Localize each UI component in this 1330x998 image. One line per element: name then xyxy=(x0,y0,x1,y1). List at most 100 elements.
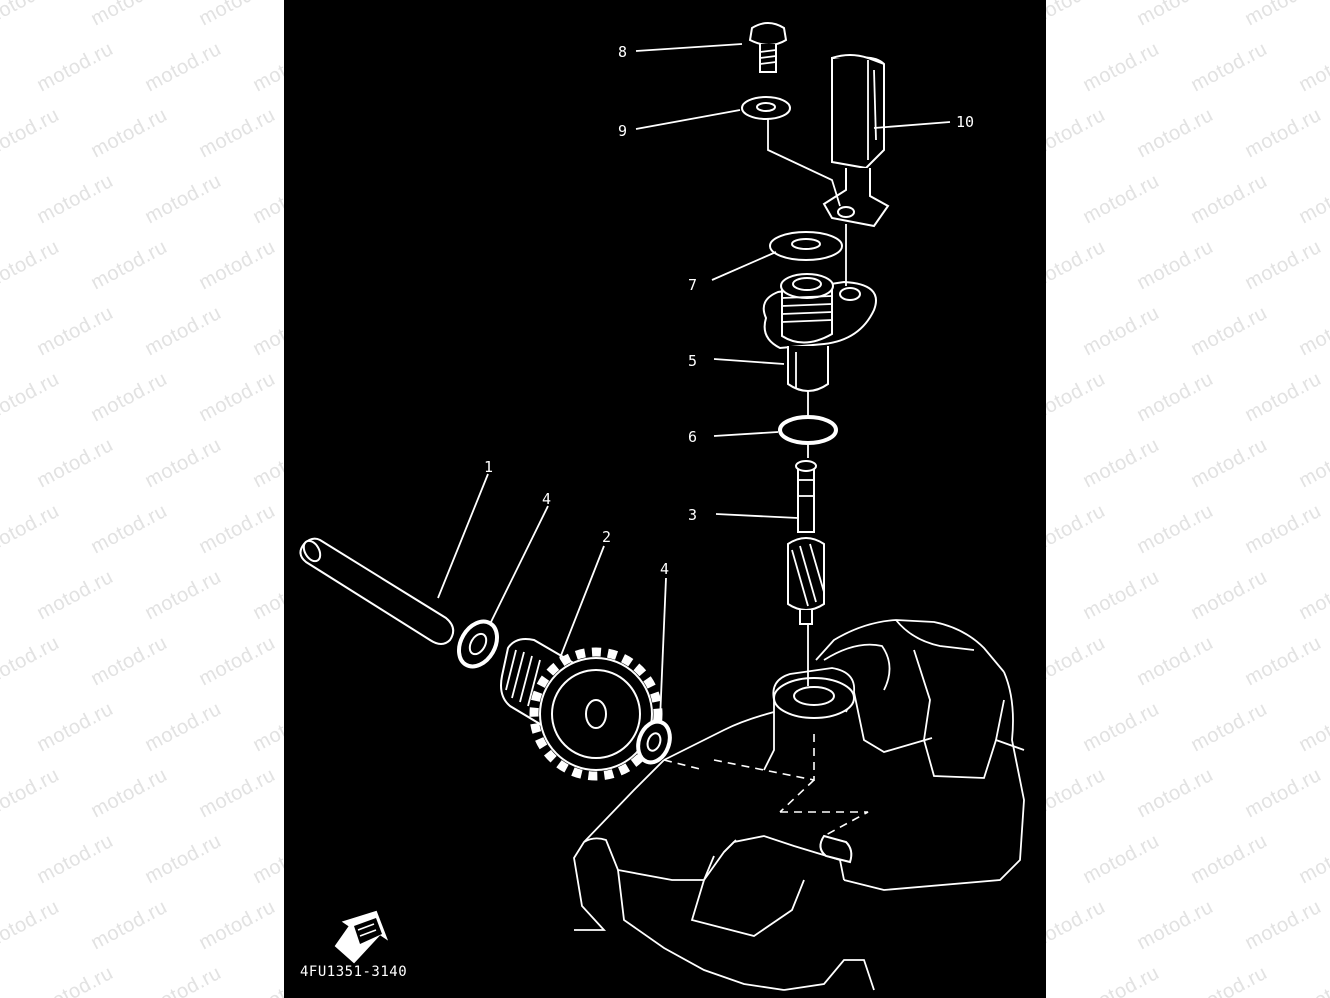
watermark-text: motod.ru xyxy=(1187,37,1272,97)
watermark-text: motod.ru xyxy=(1079,565,1164,625)
part-9-washer xyxy=(741,96,791,120)
watermark-text: motod.ru xyxy=(1133,763,1218,823)
watermark-text: motod.ru xyxy=(1187,697,1272,757)
crankcase-housing xyxy=(573,619,1025,991)
watermark-text: motod.ru xyxy=(1187,169,1272,229)
watermark-text: motod.ru xyxy=(1133,895,1218,955)
watermark-text: motod.ru xyxy=(1046,499,1110,559)
watermark-text: motod.ru xyxy=(195,499,280,559)
watermark-text: motod.ru xyxy=(1079,697,1164,757)
callout-10: 10 xyxy=(956,113,974,131)
watermark-text: motod.ru xyxy=(195,235,280,295)
part-1-axle-pin xyxy=(299,537,455,645)
watermark-text: motod.ru xyxy=(1079,301,1164,361)
watermark-text: motod.ru xyxy=(249,169,284,229)
watermark-text: motod.ru xyxy=(1295,169,1330,229)
watermark-text: motod.ru xyxy=(1295,565,1330,625)
watermark-text: motod.ru xyxy=(141,301,226,361)
part-2-drive-gear xyxy=(500,638,663,781)
watermark-text: motod.ru xyxy=(249,433,284,493)
watermark-text: motod.ru xyxy=(1241,895,1326,955)
watermark-text: motod.ru xyxy=(1295,301,1330,361)
watermark-text: motod.ru xyxy=(1241,631,1326,691)
watermark-text: motod.ru xyxy=(87,763,172,823)
watermark-text: motod.ru xyxy=(1241,0,1326,31)
watermark-text: motod.ru xyxy=(1241,367,1326,427)
watermark-text: motod.ru xyxy=(1241,763,1326,823)
callout-4-left: 4 xyxy=(542,490,551,508)
part-4-washer-right xyxy=(636,719,672,765)
watermark-text: motod.ru xyxy=(1187,565,1272,625)
part-10-bracket xyxy=(822,54,890,228)
watermark-text: motod.ru xyxy=(141,433,226,493)
watermark-text: motod.ru xyxy=(0,235,64,295)
watermark-text: motod.ru xyxy=(141,37,226,97)
watermark-text: motod.ru xyxy=(0,631,64,691)
watermark-text: motod.ru xyxy=(0,763,64,823)
watermark-text: motod.ru xyxy=(1046,895,1110,955)
callout-7: 7 xyxy=(688,276,697,294)
watermark-text: motod.ru xyxy=(87,367,172,427)
watermark-text: motod.ru xyxy=(33,301,118,361)
watermark-text: motod.ru xyxy=(141,565,226,625)
watermark-text: motod.ru xyxy=(1046,103,1110,163)
watermark-text: motod.ru xyxy=(1295,829,1330,889)
watermark-text: motod.ru xyxy=(1295,433,1330,493)
watermark-text: motod.ru xyxy=(0,103,64,163)
watermark-text: motod.ru xyxy=(87,0,172,31)
callout-labels: 8 9 10 7 5 6 3 1 4 2 4 xyxy=(484,43,974,578)
watermark-text: motod.ru xyxy=(87,499,172,559)
watermark-text: motod.ru xyxy=(1133,367,1218,427)
part-8-bolt xyxy=(748,22,788,73)
assembly-dashed-lines xyxy=(663,730,869,837)
watermark-text: motod.ru xyxy=(195,0,280,31)
watermark-text: motod.ru xyxy=(0,895,64,955)
watermark-text: motod.ru xyxy=(141,829,226,889)
callout-6: 6 xyxy=(688,428,697,446)
watermark-text: motod.ru xyxy=(1079,829,1164,889)
watermark-text: motod.ru xyxy=(195,895,280,955)
watermark-text: motod.ru xyxy=(87,103,172,163)
watermark-text: motod.ru xyxy=(1133,0,1218,31)
watermark-text: motod.ru xyxy=(1079,169,1164,229)
watermark-text: motod.ru xyxy=(1133,499,1218,559)
watermark-text: motod.ru xyxy=(87,235,172,295)
watermark-text: motod.ru xyxy=(249,697,284,757)
part-7-washer xyxy=(769,231,843,261)
part-3-gear-shaft xyxy=(787,460,825,625)
watermark-text: motod.ru xyxy=(0,0,64,31)
watermark-text: motod.ru xyxy=(195,103,280,163)
watermark-text: motod.ru xyxy=(1079,433,1164,493)
alignment-lines xyxy=(767,118,847,686)
watermark-text: motod.ru xyxy=(33,565,118,625)
watermark-text: motod.ru xyxy=(87,631,172,691)
watermark-text: motod.ru xyxy=(1046,763,1110,823)
watermark-text: motod.ru xyxy=(33,433,118,493)
watermark-text: motod.ru xyxy=(1046,0,1110,31)
part-6-o-ring xyxy=(778,415,838,445)
gear-teeth xyxy=(529,647,663,781)
callout-leaders xyxy=(437,43,951,721)
watermark-text: motod.ru xyxy=(1133,103,1218,163)
callout-4-right: 4 xyxy=(660,560,669,578)
watermark-text: motod.ru xyxy=(33,37,118,97)
part-5-sleeve xyxy=(762,273,877,392)
callout-9: 9 xyxy=(618,122,627,140)
callout-2: 2 xyxy=(602,528,611,546)
watermark-text: motod.ru xyxy=(1241,103,1326,163)
watermark-text: motod.ru xyxy=(1295,37,1330,97)
watermark-text: motod.ru xyxy=(249,37,284,97)
watermark-text: motod.ru xyxy=(1079,37,1164,97)
watermark-text: motod.ru xyxy=(195,763,280,823)
watermark-text: motod.ru xyxy=(141,697,226,757)
watermark-text: motod.ru xyxy=(1133,631,1218,691)
watermark-text: motod.ru xyxy=(1187,961,1272,998)
watermark-text: motod.ru xyxy=(33,169,118,229)
part-4-washer-left xyxy=(457,619,499,669)
watermark-text: motod.ru xyxy=(1241,235,1326,295)
watermark-text: motod.ru xyxy=(141,169,226,229)
watermark-text: motod.ru xyxy=(0,367,64,427)
watermark-text: motod.ru xyxy=(1187,301,1272,361)
